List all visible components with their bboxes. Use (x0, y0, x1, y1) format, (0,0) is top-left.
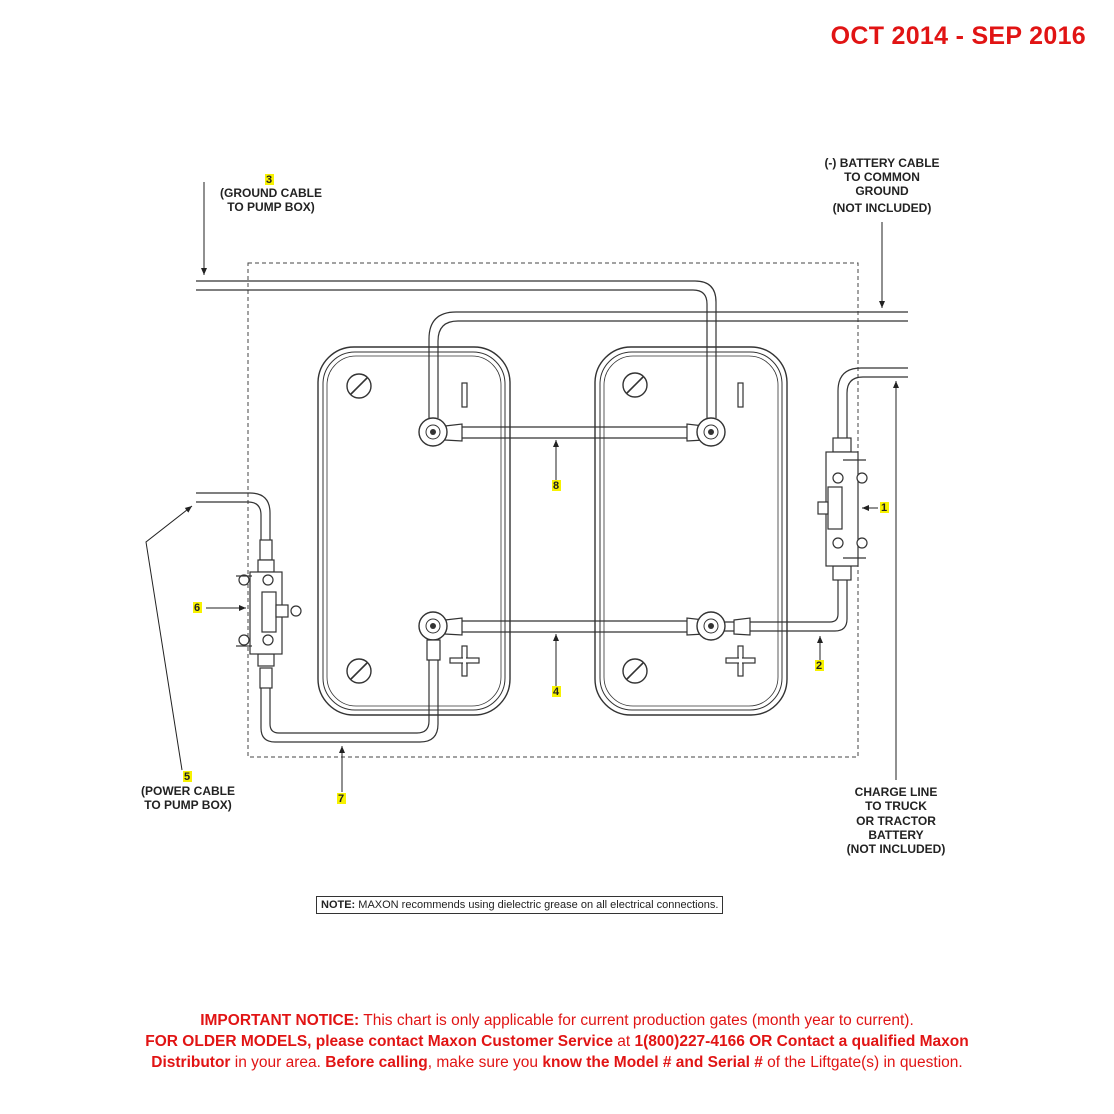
date-range-title: OCT 2014 - SEP 2016 (830, 22, 1086, 50)
callout-3-line1: (GROUND CABLE (220, 186, 322, 200)
important-notice: IMPORTANT NOTICE: This chart is only app… (0, 1010, 1114, 1073)
charge-line-line5: (NOT INCLUDED) (847, 842, 946, 856)
vent-cap-icon (622, 372, 648, 398)
callout-3-number: 3 (266, 174, 272, 186)
note-box: NOTE: MAXON recommends using dielectric … (316, 896, 724, 914)
circuit-breaker-left (236, 559, 302, 667)
callout-2-number: 2 (816, 660, 822, 672)
battery-box-outline (247, 262, 859, 758)
negative-battery-cable (428, 311, 908, 418)
callout-1-number: 1 (881, 502, 887, 514)
callout-5-line2: TO PUMP BOX) (144, 798, 232, 812)
callout-4-number: 4 (553, 686, 560, 698)
notice-l2-bold2: 1(800)227-4166 OR Contact a qualified Ma… (634, 1033, 969, 1050)
battery-cable-line1: (-) BATTERY CABLE (824, 156, 939, 170)
battery-cable-line2: TO COMMON (844, 170, 920, 184)
callout-5-number: 5 (184, 771, 190, 783)
callout-7-number: 7 (338, 793, 344, 805)
terminal-nut-icon (418, 611, 448, 641)
notice-l3-bold: Distributor (151, 1054, 231, 1071)
charge-line-cable (837, 367, 908, 440)
cable-7 (259, 639, 441, 743)
circuit-breaker-right (817, 437, 868, 581)
charge-line-line1: CHARGE LINE (855, 785, 938, 799)
negative-mark-icon (737, 382, 744, 408)
notice-l2-bold: FOR OLDER MODELS, please contact Maxon C… (145, 1033, 613, 1050)
cable-2 (724, 580, 848, 636)
power-cable (196, 492, 273, 561)
callout-3-line2: TO PUMP BOX) (227, 200, 315, 214)
terminal-nut-icon (696, 611, 726, 641)
notice-l3-text2: , make sure you (427, 1054, 543, 1071)
notice-l2-text: at (612, 1033, 635, 1050)
note-text: MAXON recommends using dielectric grease… (355, 899, 719, 911)
charge-line-line2: TO TRUCK (865, 799, 927, 813)
notice-l3-text: in your area. (230, 1054, 326, 1071)
note-label: NOTE: (321, 899, 356, 911)
vent-cap-icon (346, 373, 372, 399)
callout-5-line1: (POWER CABLE (141, 784, 235, 798)
notice-line-1: IMPORTANT NOTICE: This chart is only app… (0, 1010, 1114, 1031)
battery-right (594, 346, 788, 716)
negative-mark-icon (461, 382, 468, 408)
notice-l1-bold: IMPORTANT NOTICE: (200, 1012, 360, 1029)
battery-cable-line4: (NOT INCLUDED) (833, 201, 932, 215)
vent-cap-icon (622, 658, 648, 684)
terminal-nut-icon (418, 417, 448, 447)
battery-cable-line3: GROUND (855, 184, 909, 198)
notice-l1-text: This chart is only applicable for curren… (359, 1012, 914, 1029)
battery-left (317, 346, 511, 716)
leader-5 (145, 505, 193, 771)
callout-8-number: 8 (553, 480, 559, 492)
jumper-cable-positive (444, 617, 705, 636)
terminal-nut-icon (696, 417, 726, 447)
charge-line-line4: BATTERY (868, 828, 923, 842)
charge-line-line3: OR TRACTOR (856, 814, 936, 828)
notice-l3-bold3: know the Model # and Serial # (542, 1054, 763, 1071)
callout-6-number: 6 (194, 602, 200, 614)
notice-l3-bold2: Before calling (325, 1054, 428, 1071)
notice-line-2: FOR OLDER MODELS, please contact Maxon C… (0, 1031, 1114, 1052)
ground-cable (196, 280, 717, 418)
jumper-cable-negative (444, 423, 705, 442)
notice-l3-text3: of the Liftgate(s) in question. (762, 1054, 963, 1071)
positive-mark-icon (725, 645, 756, 677)
notice-line-3: Distributor in your area. Before calling… (0, 1052, 1114, 1073)
positive-mark-icon (449, 645, 480, 677)
vent-cap-icon (346, 658, 372, 684)
